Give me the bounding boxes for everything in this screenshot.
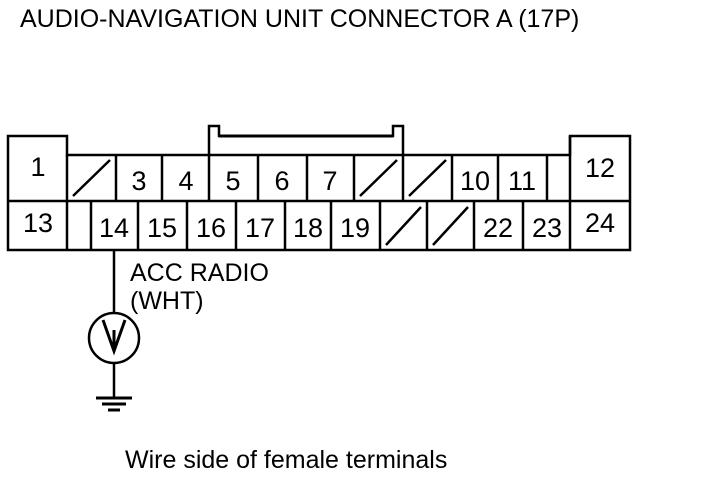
terminal-14: 14 (99, 213, 129, 243)
terminal-15: 15 (147, 213, 177, 243)
terminal-5: 5 (225, 166, 240, 196)
terminal-7: 7 (322, 166, 337, 196)
empty-cavity-21 (432, 206, 469, 246)
terminal-23: 23 (532, 213, 562, 243)
terminal-17: 17 (245, 213, 275, 243)
ground-icon (96, 396, 132, 412)
empty-cavity-8 (359, 159, 398, 197)
empty-cavity-9 (408, 159, 447, 197)
diagram-caption: Wire side of female terminals (125, 446, 448, 474)
terminal-24: 24 (585, 208, 615, 238)
empty-cavity-2 (72, 159, 111, 197)
voltmeter-icon (87, 311, 141, 365)
terminal-11: 11 (508, 166, 536, 196)
terminal-3: 3 (131, 166, 146, 196)
empty-cavity-20 (385, 206, 422, 246)
terminal-19: 19 (340, 213, 370, 243)
terminal-16: 16 (196, 213, 226, 243)
terminal-22: 22 (483, 213, 513, 243)
terminal-18: 18 (293, 213, 323, 243)
terminal-4: 4 (178, 166, 193, 196)
terminal-6: 6 (274, 166, 289, 196)
terminal-1: 1 (30, 152, 45, 182)
terminal-10: 10 (460, 166, 490, 196)
terminal-13: 13 (23, 208, 53, 238)
diagram-title: AUDIO-NAVIGATION UNIT CONNECTOR A (17P) (20, 5, 580, 33)
terminal-12: 12 (585, 153, 615, 183)
wire-signal-label: ACC RADIO (130, 259, 269, 287)
connector-latch (207, 124, 405, 155)
wire-color-label: (WHT) (130, 287, 204, 315)
